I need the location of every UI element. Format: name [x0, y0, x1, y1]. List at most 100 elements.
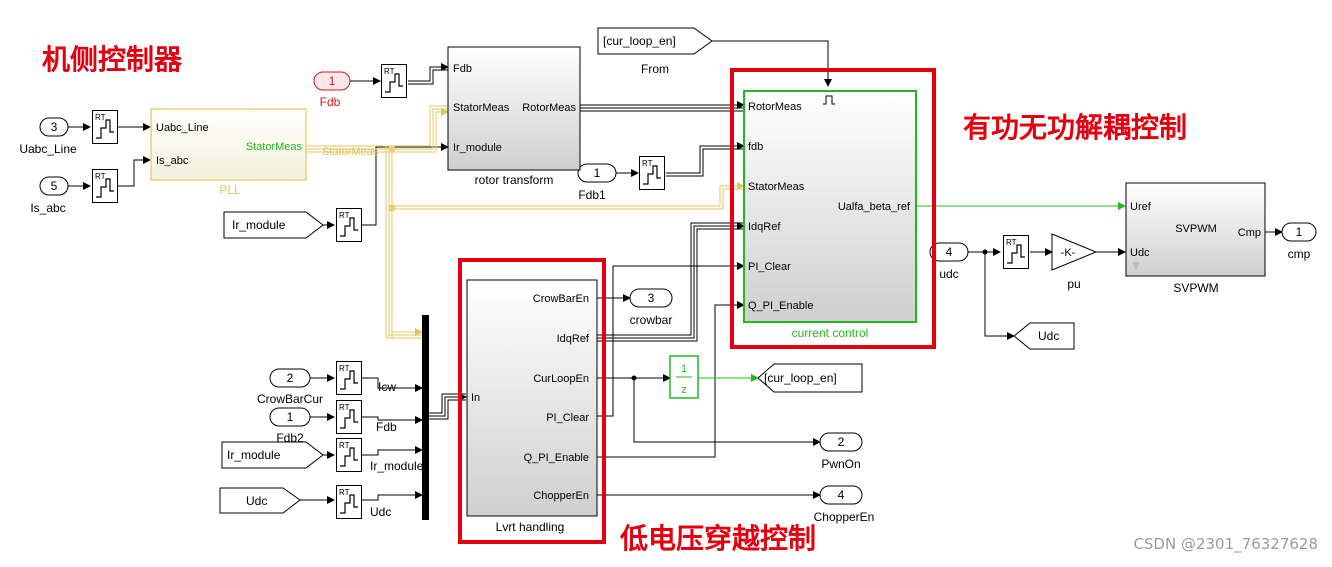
from-cur-loop-en[interactable]: [cur_loop_en] From: [597, 27, 713, 76]
signal-label-ir-module: Ir_module: [370, 459, 424, 473]
rate-transition-icon[interactable]: [336, 361, 362, 395]
inport-uabc[interactable]: 3 Uabc_Line: [19, 117, 77, 156]
current-control-block[interactable]: RotorMeas fdb StatorMeas IdqRef PI_Clear…: [743, 90, 917, 340]
outport-crowbar[interactable]: 3 crowbar: [629, 288, 673, 327]
svg-text:1: 1: [1296, 225, 1303, 239]
svg-text:PI_Clear: PI_Clear: [546, 412, 589, 424]
from-ir-module-a[interactable]: Ir_module: [223, 211, 324, 239]
rate-transition-icon[interactable]: [638, 156, 666, 190]
rate-transition-icon[interactable]: [336, 208, 362, 242]
rate-transition-icon[interactable]: [380, 64, 408, 98]
rate-transition-icon[interactable]: [336, 438, 362, 472]
pll-block[interactable]: Uabc_Line Is_abc StatorMeas PLL: [150, 108, 307, 197]
svg-text:-K-: -K-: [1061, 247, 1076, 259]
svg-text:SVPWM: SVPWM: [1173, 281, 1218, 295]
signal-label-udc: Udc: [370, 505, 391, 519]
svg-text:current control: current control: [792, 326, 869, 340]
lvrt-handling-block[interactable]: In CrowBarEn IdqRef CurLoopEn PI_Clear Q…: [466, 279, 598, 534]
svg-text:Q_PI_Enable: Q_PI_Enable: [524, 452, 589, 464]
from-udc[interactable]: Udc: [219, 487, 301, 514]
signal-label-statormeas: StatorMeas: [322, 146, 379, 158]
enable-port-icon: [823, 95, 835, 105]
rate-transition-icon[interactable]: [336, 485, 362, 519]
svg-text:2: 2: [838, 435, 845, 449]
svg-text:Is_abc: Is_abc: [30, 201, 65, 215]
goto-udc[interactable]: Udc: [1013, 322, 1075, 350]
svg-text:Ir_module: Ir_module: [227, 448, 281, 462]
svg-text:Uref: Uref: [1130, 201, 1152, 213]
svg-text:Ir_module: Ir_module: [232, 218, 286, 232]
inport-udc[interactable]: 4 udc: [929, 242, 969, 281]
svg-text:1: 1: [329, 74, 336, 88]
signal-label-fdb: Fdb: [376, 420, 397, 434]
svg-text:[cur_loop_en]: [cur_loop_en]: [764, 371, 837, 385]
junction-dot: [982, 249, 988, 255]
svg-text:In: In: [471, 392, 480, 404]
inport-isabc[interactable]: 5 Is_abc: [30, 176, 69, 215]
svg-text:pu: pu: [1067, 277, 1080, 291]
junction-dot: [631, 375, 637, 381]
svg-text:Ualfa_beta_ref: Ualfa_beta_ref: [838, 201, 911, 213]
rate-transition-icon[interactable]: [92, 169, 118, 203]
rotor-transform-block[interactable]: Fdb StatorMeas Ir_module RotorMeas rotor…: [447, 46, 581, 187]
svg-text:Fdb: Fdb: [453, 63, 472, 75]
rate-transition-icon[interactable]: [336, 400, 362, 434]
svg-text:IdqRef: IdqRef: [748, 221, 781, 233]
svg-text:PI_Clear: PI_Clear: [748, 261, 791, 273]
gain-block[interactable]: -K- pu: [1051, 233, 1098, 291]
signal-label-icw: Icw: [378, 380, 396, 394]
svg-text:1: 1: [681, 363, 687, 375]
svg-text:Is_abc: Is_abc: [156, 155, 189, 167]
svg-text:Udc: Udc: [246, 494, 267, 508]
svg-text:[cur_loop_en]: [cur_loop_en]: [603, 34, 676, 48]
svg-text:ChopperEn: ChopperEn: [533, 490, 589, 502]
svg-text:1: 1: [594, 166, 601, 180]
svg-text:4: 4: [838, 488, 845, 502]
svg-text:Fdb1: Fdb1: [578, 188, 606, 202]
svpwm-block[interactable]: Uref Udc SVPWM Cmp SVPWM: [1125, 182, 1266, 295]
svg-text:5: 5: [51, 179, 58, 193]
svg-text:Lvrt handling: Lvrt handling: [496, 520, 565, 534]
svg-text:RotorMeas: RotorMeas: [522, 102, 576, 114]
outport-chopperen[interactable]: 4 ChopperEn: [814, 485, 875, 524]
highlight-box-decoupling: [730, 68, 936, 349]
svg-text:Udc: Udc: [1038, 329, 1059, 343]
svg-text:Uabc_Line: Uabc_Line: [19, 142, 77, 156]
svg-text:Fdb: Fdb: [320, 95, 341, 109]
mux-block[interactable]: [422, 315, 429, 520]
svg-text:From: From: [641, 62, 669, 76]
goto-cur-loop-en[interactable]: [cur_loop_en]: [757, 363, 863, 393]
rate-transition-icon[interactable]: [92, 110, 118, 144]
annotation-machine-side: 机侧控制器: [42, 43, 183, 76]
svg-text:Ir_module: Ir_module: [453, 142, 502, 154]
svg-text:rotor transform: rotor transform: [475, 173, 554, 187]
from-ir-module-b[interactable]: Ir_module: [221, 441, 324, 469]
watermark: CSDN @2301_76327628: [1133, 535, 1318, 554]
svg-text:4: 4: [946, 245, 953, 259]
svg-text:CurLoopEn: CurLoopEn: [533, 373, 589, 385]
rate-transition-icon[interactable]: [1002, 235, 1030, 269]
inport-fdb[interactable]: 1 Fdb: [313, 71, 351, 109]
svg-text:Cmp: Cmp: [1238, 227, 1261, 239]
inport-crowbarcur[interactable]: 2 CrowBarCur: [257, 368, 323, 406]
svg-text:udc: udc: [939, 267, 958, 281]
inport-fdb2[interactable]: 1 Fdb2: [269, 407, 311, 445]
svg-text:3: 3: [648, 291, 655, 305]
inport-fdb1[interactable]: 1 Fdb1: [577, 163, 617, 202]
svg-text:CrowBarCur: CrowBarCur: [257, 392, 323, 406]
highlight-box-lvrt: [458, 258, 606, 544]
unit-delay-block[interactable]: 1 z: [669, 355, 699, 399]
svg-text:IdqRef: IdqRef: [557, 333, 590, 345]
outport-pwnon[interactable]: 2 PwnOn: [819, 432, 863, 471]
outport-cmp[interactable]: 1 cmp: [1281, 222, 1317, 261]
junction-dot: [388, 204, 396, 212]
svg-text:1: 1: [287, 410, 294, 424]
svg-text:CrowBarEn: CrowBarEn: [533, 293, 589, 305]
svg-text:RotorMeas: RotorMeas: [748, 101, 802, 113]
annotation-lvrt: 低电压穿越控制: [619, 522, 816, 555]
svg-text:StatorMeas: StatorMeas: [453, 102, 510, 114]
annotation-decoupling: 有功无功解耦控制: [963, 111, 1187, 144]
arrow-down-icon: [1132, 262, 1140, 270]
